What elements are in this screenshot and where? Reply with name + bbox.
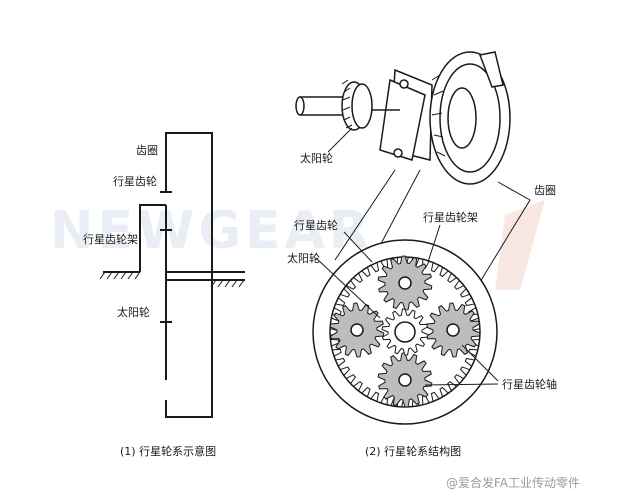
- carrier-arm: [139, 204, 166, 272]
- ring-tooth: [464, 297, 475, 307]
- ground-hatch-left: [99, 271, 141, 280]
- label-sun-gear-right: 太阳轮: [287, 251, 320, 265]
- ring-tooth: [335, 297, 346, 307]
- sun-gear-3d: [341, 79, 373, 131]
- ring-tooth: [339, 366, 351, 376]
- caption-structure: (2) 行星轮系结构图: [365, 444, 461, 458]
- carrier-3d: [372, 68, 433, 161]
- structure-front-view: [312, 239, 498, 425]
- ring-tooth: [439, 266, 449, 278]
- ring-tooth: [339, 288, 351, 298]
- ground-hatch-right: [210, 279, 245, 288]
- ring-tooth: [353, 272, 363, 284]
- exploded-3d-view: [295, 51, 511, 185]
- planet-shaft-hole: [398, 276, 412, 290]
- ring-gear-bracket: [165, 132, 213, 418]
- ring-tooth: [453, 374, 465, 384]
- watermark-text: @爱合发FA工业传动零件: [446, 475, 580, 490]
- shaft-end: [295, 96, 305, 116]
- ring-tooth: [430, 391, 440, 402]
- ring-tooth: [361, 266, 371, 278]
- ring-tooth: [361, 386, 371, 398]
- label-carrier-right: 行星齿轮架: [423, 210, 478, 224]
- ring-tooth: [459, 288, 471, 298]
- sun-gear-hole: [394, 321, 416, 343]
- planet-shaft-hole: [398, 373, 412, 387]
- label-planet-gear-left: 行星齿轮: [113, 174, 157, 188]
- ring-tooth: [468, 348, 478, 357]
- label-ring-gear-left: 齿圈: [136, 144, 158, 157]
- leader-sun-gear-top: [327, 127, 353, 153]
- ring-tooth: [335, 357, 346, 367]
- ring-tooth: [353, 380, 363, 392]
- sun-gear: [381, 308, 429, 356]
- projection-lines: [334, 169, 531, 283]
- ring-tooth: [464, 357, 475, 367]
- input-shaft: [299, 96, 347, 116]
- ring-tooth: [330, 338, 340, 347]
- ring-tooth: [332, 348, 342, 357]
- ring-tooth: [345, 280, 357, 290]
- planet-shaft-hole: [446, 323, 460, 337]
- planet-shaft-hole: [350, 323, 364, 337]
- ring-gear-3d: [429, 51, 511, 185]
- ring-tooth: [453, 280, 465, 290]
- ring-tooth: [439, 386, 449, 398]
- ghost-logo-mark: [495, 200, 545, 290]
- ring-tooth: [447, 272, 457, 284]
- ring-tooth: [370, 391, 380, 402]
- label-sun-gear-top: 太阳轮: [300, 151, 333, 165]
- structure-leader-lines: [315, 224, 499, 386]
- label-planet-gear-right: 行星齿轮: [294, 218, 338, 232]
- background-logo-watermark: NEWGEAR: [50, 200, 545, 290]
- ghost-logo-text: NEWGEAR: [50, 201, 373, 261]
- ring-tooth: [459, 366, 471, 376]
- ring-tooth: [447, 380, 457, 392]
- ring-tooth: [345, 374, 357, 384]
- label-planet-shaft: 行星齿轮轴: [502, 377, 557, 391]
- label-sun-gear-left: 太阳轮: [117, 305, 150, 319]
- ring-tooth: [430, 262, 440, 273]
- label-ring-gear-right: 齿圈: [534, 184, 556, 197]
- planet-gears: [329, 255, 481, 408]
- caption-schematic: (1) 行星轮系示意图: [120, 444, 216, 458]
- ring-tooth: [370, 262, 380, 273]
- label-carrier-left: 行星齿轮架: [83, 232, 138, 246]
